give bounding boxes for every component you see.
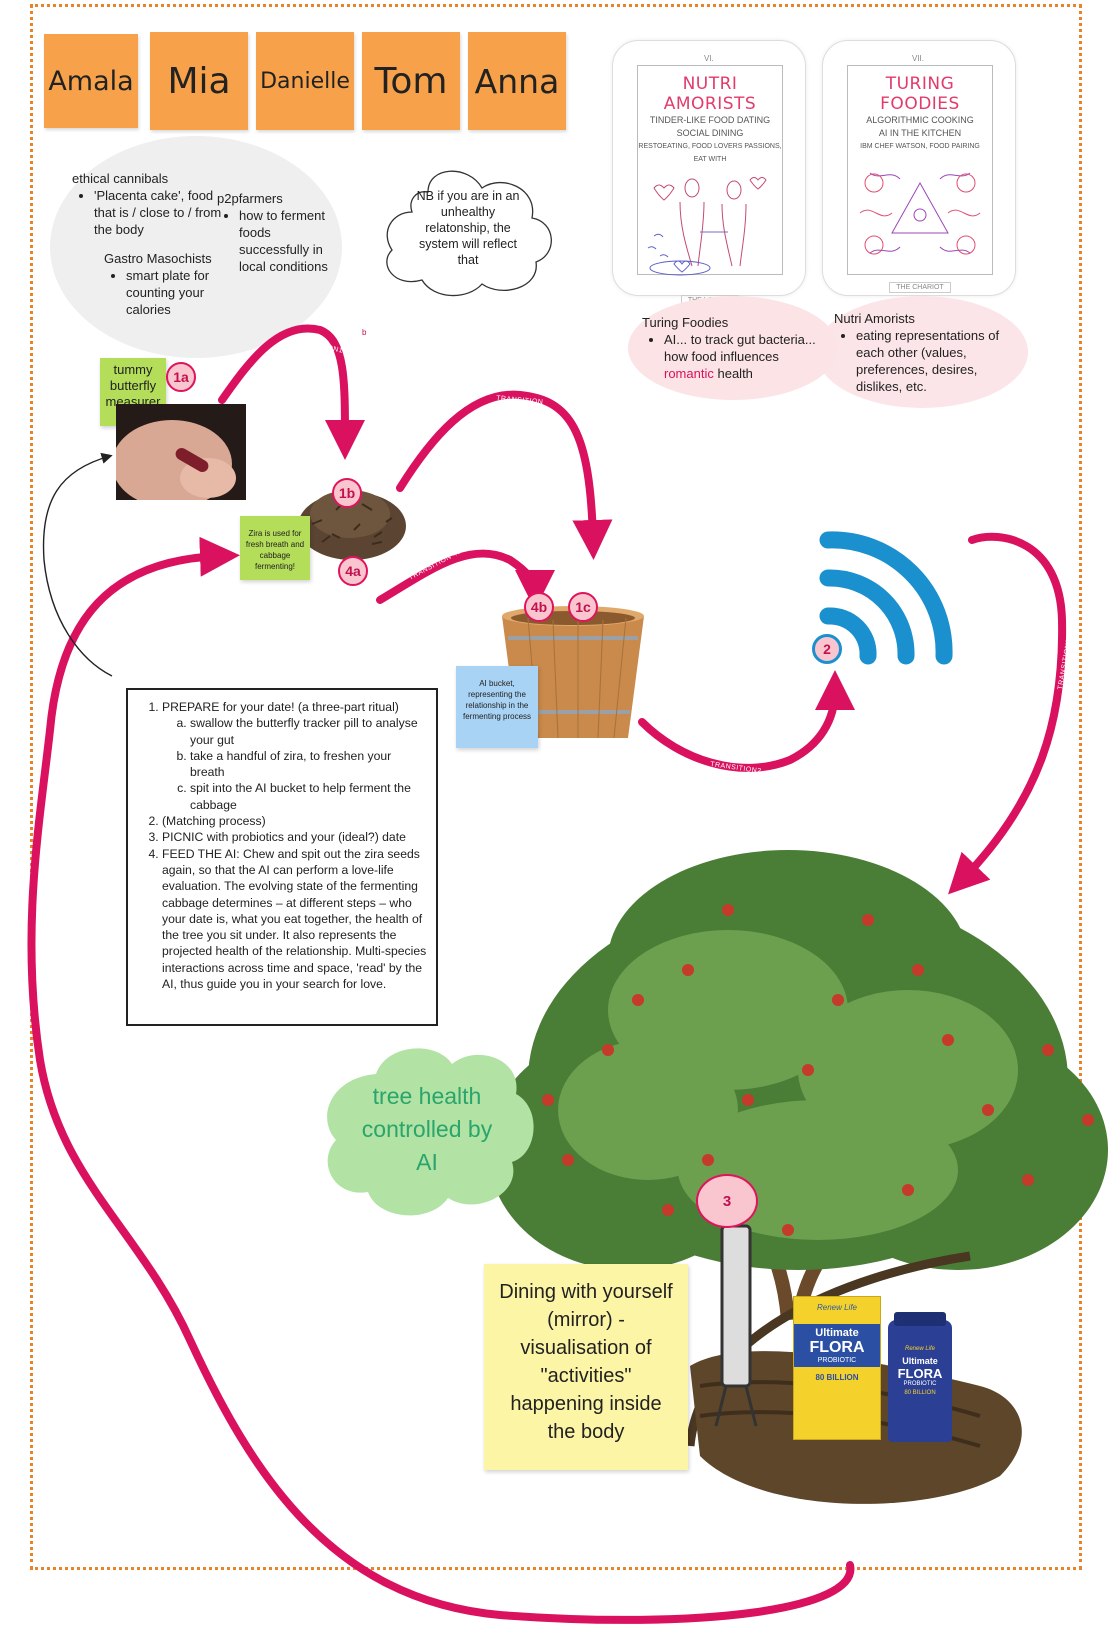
thought-cloud [386, 170, 552, 297]
name-tag-tom: Tom [362, 32, 460, 130]
name-tag-anna: Anna [468, 32, 566, 130]
mirror-icon [720, 1224, 752, 1388]
step-badge-4a: 4a [338, 556, 368, 586]
step-badge-3: 3 [696, 1174, 758, 1228]
name-tag-amala: Amala [44, 34, 138, 128]
name-tag-danielle: Danielle [256, 32, 354, 130]
tummy-butterfly-note: tummy butterfly measurer [100, 358, 166, 426]
pill-photo [116, 404, 246, 500]
small-mark: b [362, 328, 367, 337]
tree-health-cloud [327, 1048, 534, 1216]
transition-label-2: TRANSITION2 [710, 761, 762, 775]
name-tag-mia: Mia [150, 32, 248, 130]
probiotic-box: Renew Life Ultimate FLORA PROBIOTIC 80 B… [793, 1296, 881, 1440]
nutri-amorists-description: Nutri Amorists eating representations of… [834, 310, 1024, 395]
nutri-blob [816, 296, 1028, 408]
dining-with-yourself-note: Dining with yourself (mirror) - visualis… [484, 1264, 688, 1470]
step-badge-4b: 4b [524, 592, 554, 622]
lovers-illustration [647, 177, 767, 276]
transition-label-4a: TRANSITION 4a [205, 1125, 249, 1173]
board-frame [30, 4, 1082, 1570]
transition-label-4b: TRANSITION 4b [408, 548, 463, 582]
cloud-note: NB if you are in an unhealthy relatonshi… [416, 189, 520, 267]
card-nutri-amorists: VI. NUTRI AMORISTS TINDER-LIKE FOOD DATI… [612, 40, 806, 306]
tree-health-text: tree health controlled by AI [361, 1083, 493, 1175]
step-badge-1a: 1a [166, 362, 196, 392]
idea-gastro-masochists: Gastro Masochists smart plate for counti… [104, 250, 234, 318]
probiotic-bottle: Renew Life Ultimate FLORA PROBIOTIC 80 B… [888, 1312, 952, 1442]
step-badge-2: 2 [812, 634, 842, 664]
wifi-icon [819, 531, 953, 665]
idea-p2pfarmers: p2pfarmers how to ferment foods successf… [217, 190, 332, 275]
chariot-illustration [859, 172, 981, 255]
ai-bucket-note: AI bucket, representing the relationship… [456, 666, 538, 748]
step-badge-1b: 1b [332, 478, 362, 508]
ritual-steps-box: PREPARE for your date! (a three-part rit… [126, 688, 438, 1026]
zira-seeds-image [298, 490, 406, 560]
card-turing-foodies: VII. TURING FOODIES ALGORITHMIC COOKING … [822, 40, 1016, 296]
ideas-blob [50, 136, 342, 358]
turing-blob [628, 296, 838, 400]
idea-ethical-cannibals: ethical cannibals 'Placenta cake', food … [72, 170, 222, 238]
transition-label-1b: TRANSITION [496, 395, 544, 406]
step-badge-1c: 1c [568, 592, 598, 622]
zira-note: Zira is used for fresh breath and cabbag… [240, 516, 310, 580]
turing-foodies-description: Turing Foodies AI... to track gut bacter… [642, 314, 832, 382]
